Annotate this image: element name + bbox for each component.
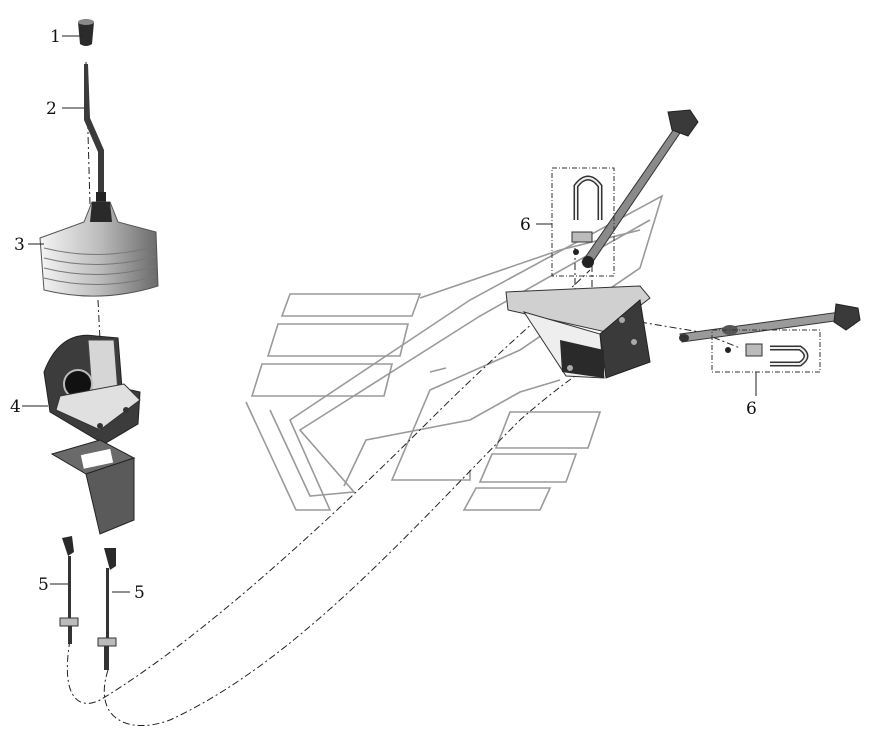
leader-lines [22, 35, 757, 593]
callout-labels: 1 2 3 4 5 5 6 6 [10, 27, 757, 603]
callout-6-upper: 6 [520, 215, 531, 235]
watermark-logo [245, 194, 664, 511]
upper-shift-rod [581, 109, 699, 268]
callout-5-right: 5 [134, 583, 145, 603]
callout-5-left: 5 [38, 575, 49, 595]
mounting-plate [50, 439, 136, 535]
callout-4: 4 [10, 397, 21, 417]
clip-detail-box-upper [551, 167, 615, 277]
shift-housing [43, 334, 141, 445]
callout-3: 3 [14, 235, 25, 255]
callout-2: 2 [46, 99, 57, 119]
clip-detail-box-lower [711, 329, 821, 373]
callout-1: 1 [50, 27, 61, 47]
cable-end-left [59, 536, 79, 644]
shift-support-bracket [505, 285, 651, 379]
rubber-boot [39, 201, 159, 297]
right-shift-rod [679, 303, 861, 343]
assembly-lines [66, 61, 741, 727]
shift-lever [84, 64, 106, 202]
shift-knob [78, 19, 94, 46]
callout-6-lower: 6 [746, 399, 757, 419]
cable-end-right [97, 548, 117, 670]
